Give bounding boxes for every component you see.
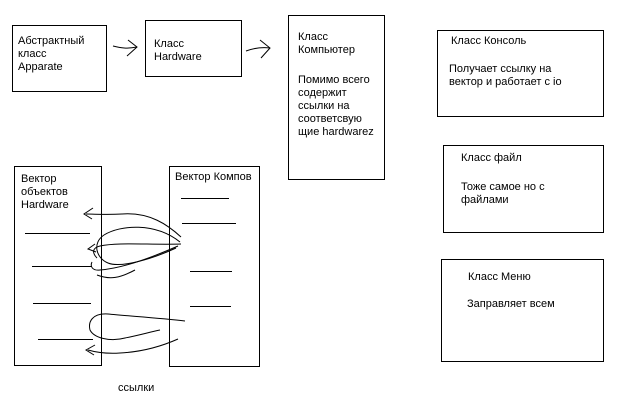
file-class-box — [443, 145, 604, 233]
inheritance-arrow-1-head — [126, 39, 138, 57]
console-class-description: Получает ссылку на вектор и работает с i… — [449, 63, 562, 88]
reference-link — [93, 243, 182, 259]
menu-class-title: Класс Меню — [468, 271, 531, 283]
computer-vector-slot — [190, 306, 231, 307]
console-class-title: Класс Консоль — [451, 35, 527, 47]
computer-vector-slot — [190, 271, 232, 272]
apparate-class-label: Абстрактный класс Apparate — [18, 35, 85, 73]
inheritance-arrow-1 — [112, 45, 138, 49]
computer-class-title: Класс Компьютер — [298, 31, 355, 56]
computer-vector-box — [169, 166, 260, 367]
inheritance-arrow-2 — [245, 47, 271, 52]
computer-vector-label: Вектор Компов — [175, 171, 252, 183]
menu-class-box — [441, 259, 604, 362]
computer-class-box — [288, 15, 385, 180]
file-class-title: Класс файл — [461, 152, 522, 164]
hardware-vector-slot — [38, 339, 93, 340]
hardware-class-box — [145, 20, 242, 77]
computer-class-description: Помимо всего содержит ссылки на соответс… — [298, 74, 374, 138]
file-class-description: Тоже самое но с файлами — [461, 181, 545, 206]
reference-link — [96, 226, 181, 266]
reference-link — [96, 269, 136, 279]
hardware-vector-label: Вектор объектов Hardware — [21, 173, 69, 211]
computer-vector-slot — [181, 198, 229, 199]
hardware-vector-slot — [25, 233, 90, 234]
menu-class-description: Заправляет всем — [467, 298, 555, 310]
hardware-vector-slot — [33, 303, 91, 304]
reference-link — [90, 245, 179, 271]
computer-vector-slot — [182, 223, 236, 224]
hardware-class-label: Класс Hardware — [154, 38, 202, 63]
hardware-vector-slot — [32, 266, 92, 267]
apparate-class-box — [12, 25, 107, 92]
inheritance-arrow-2-head — [259, 39, 271, 59]
links-caption: ссылки — [118, 382, 155, 394]
console-class-box — [437, 30, 604, 117]
